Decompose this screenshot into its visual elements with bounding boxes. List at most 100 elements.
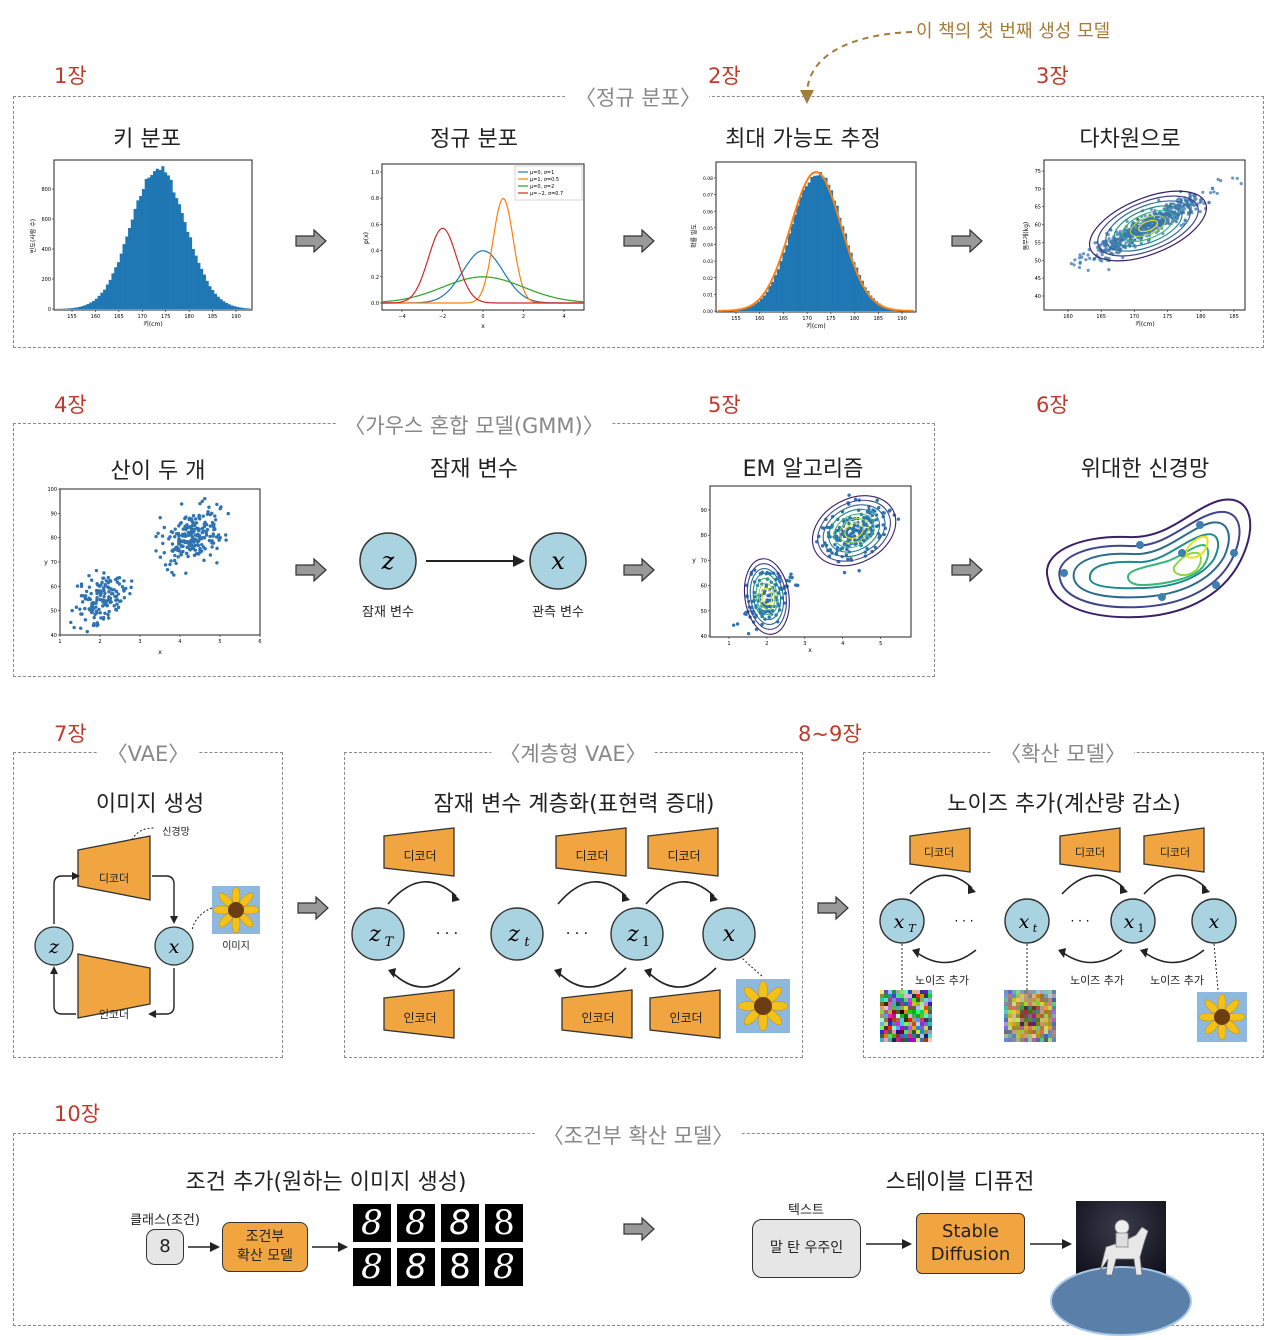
noise-pixel <box>1008 1030 1012 1034</box>
gmm-point <box>202 536 207 540</box>
section-gmm-label: 〈가우스 혼합 모델(GMM)〉 <box>336 410 612 440</box>
em-point <box>869 520 874 525</box>
hvae-encoder-3 <box>649 989 721 1039</box>
histogram-bar <box>236 307 240 309</box>
mle-bar <box>877 303 881 311</box>
scatter-point <box>1117 244 1121 248</box>
cond-arrow-1 <box>188 1242 220 1252</box>
gmm-point <box>89 591 93 596</box>
noise-pixel <box>1048 1026 1052 1030</box>
arrow-2 <box>623 228 655 254</box>
y-tick-label: 1.0 <box>371 170 379 176</box>
histogram-bar <box>244 308 248 309</box>
noise-pixel <box>1008 1022 1012 1026</box>
noise-pixel <box>888 1030 892 1034</box>
em-contour-ring <box>822 504 886 558</box>
mle-bar <box>771 281 775 311</box>
y-tick-label: 75 <box>1035 169 1041 175</box>
scatter-point <box>1106 248 1110 252</box>
noise-pixel <box>1004 1002 1008 1006</box>
cdm-label: 조건부 확산 모델 <box>237 1229 293 1264</box>
noise-pixel <box>928 1014 932 1018</box>
mle-bar <box>872 298 876 311</box>
noise-pixel <box>884 994 888 998</box>
gmm-point <box>205 527 210 532</box>
x-tick-label: −4 <box>398 314 405 320</box>
svg-text:t: t <box>1033 922 1038 935</box>
scatter-point <box>1207 201 1211 205</box>
noise-pixel <box>900 1006 904 1010</box>
noise-pixel <box>904 1002 908 1006</box>
histogram-bar <box>191 248 195 309</box>
scatter-point <box>1165 213 1170 217</box>
diff-decoder-1 <box>909 827 971 873</box>
y-tick-label: 60 <box>701 584 707 590</box>
scatter-point <box>1101 241 1105 246</box>
noise-pixel <box>1044 1026 1048 1030</box>
gmm-point <box>88 608 92 612</box>
noise-pixel <box>896 1026 900 1030</box>
em-point <box>874 518 878 522</box>
hvae-encoder-3-label: 인코더 <box>669 1011 703 1025</box>
x-tick-label: 175 <box>161 314 171 320</box>
gmm-point <box>193 523 197 528</box>
noise-pixel <box>892 998 896 1002</box>
noise-pixel <box>928 1006 932 1010</box>
noise-pixel <box>928 1018 932 1022</box>
scatter-point <box>1171 202 1175 206</box>
scatter-point <box>1100 253 1104 257</box>
noise-pixel <box>1040 1034 1044 1038</box>
gmm-point <box>183 524 187 529</box>
mle-bar <box>838 217 842 311</box>
gmm-point <box>117 582 122 586</box>
noise-pixel <box>916 1010 920 1014</box>
y-tick-label: 200 <box>41 277 51 283</box>
y-tick-label: 0 <box>48 307 51 313</box>
noise-pixel <box>1020 994 1024 998</box>
normal-curve <box>382 227 584 304</box>
noise-pixel <box>1052 1002 1056 1006</box>
scatter-point <box>1086 253 1090 257</box>
em-point <box>868 526 873 531</box>
noise-pixel <box>1012 1026 1016 1030</box>
scatter-point <box>1144 218 1148 222</box>
gmm-point <box>85 629 89 634</box>
legend-4: μ=−2, σ=0.7 <box>530 191 563 197</box>
em-point <box>881 523 885 527</box>
gmm-point <box>186 525 191 530</box>
scatter-point <box>1092 256 1097 261</box>
digit-cell: 8 <box>485 1247 523 1287</box>
hvae-diagram: z T z t z 1 x · · · · · · <box>351 827 763 1039</box>
noise-pixel <box>1004 998 1008 1002</box>
em-point <box>754 627 759 632</box>
chapter-3: 3장 <box>1036 64 1069 88</box>
x-tick-label: 185 <box>208 314 218 320</box>
noise-pixel <box>1048 1038 1052 1042</box>
gmm-point <box>179 550 183 554</box>
noise-pixel <box>908 1026 912 1030</box>
noise-pixel <box>1020 1018 1024 1022</box>
gmm-point <box>113 577 118 582</box>
noise-pixel <box>1032 1002 1036 1006</box>
gmm-point <box>204 523 209 527</box>
noise-pixel <box>888 998 892 1002</box>
histogram-bar <box>133 208 137 309</box>
noise-pixel <box>920 1010 924 1014</box>
scatter-point <box>1193 194 1197 198</box>
gmm-point <box>197 513 201 518</box>
chapter-5: 5장 <box>708 393 741 417</box>
prompt-box: 말 탄 우주인 <box>752 1219 861 1278</box>
noise-pixel <box>888 1002 892 1006</box>
scatter-point <box>1216 177 1220 181</box>
contour-ring <box>1138 219 1158 233</box>
vae-node-z <box>34 926 74 966</box>
latent-graph: z x <box>359 532 587 590</box>
noise-pixel <box>1024 1030 1028 1034</box>
node-z <box>359 532 417 590</box>
noise-pixel <box>892 1026 896 1030</box>
noise-pixel <box>1036 990 1040 994</box>
em-point <box>845 547 849 552</box>
noise-pixel <box>884 1038 888 1042</box>
